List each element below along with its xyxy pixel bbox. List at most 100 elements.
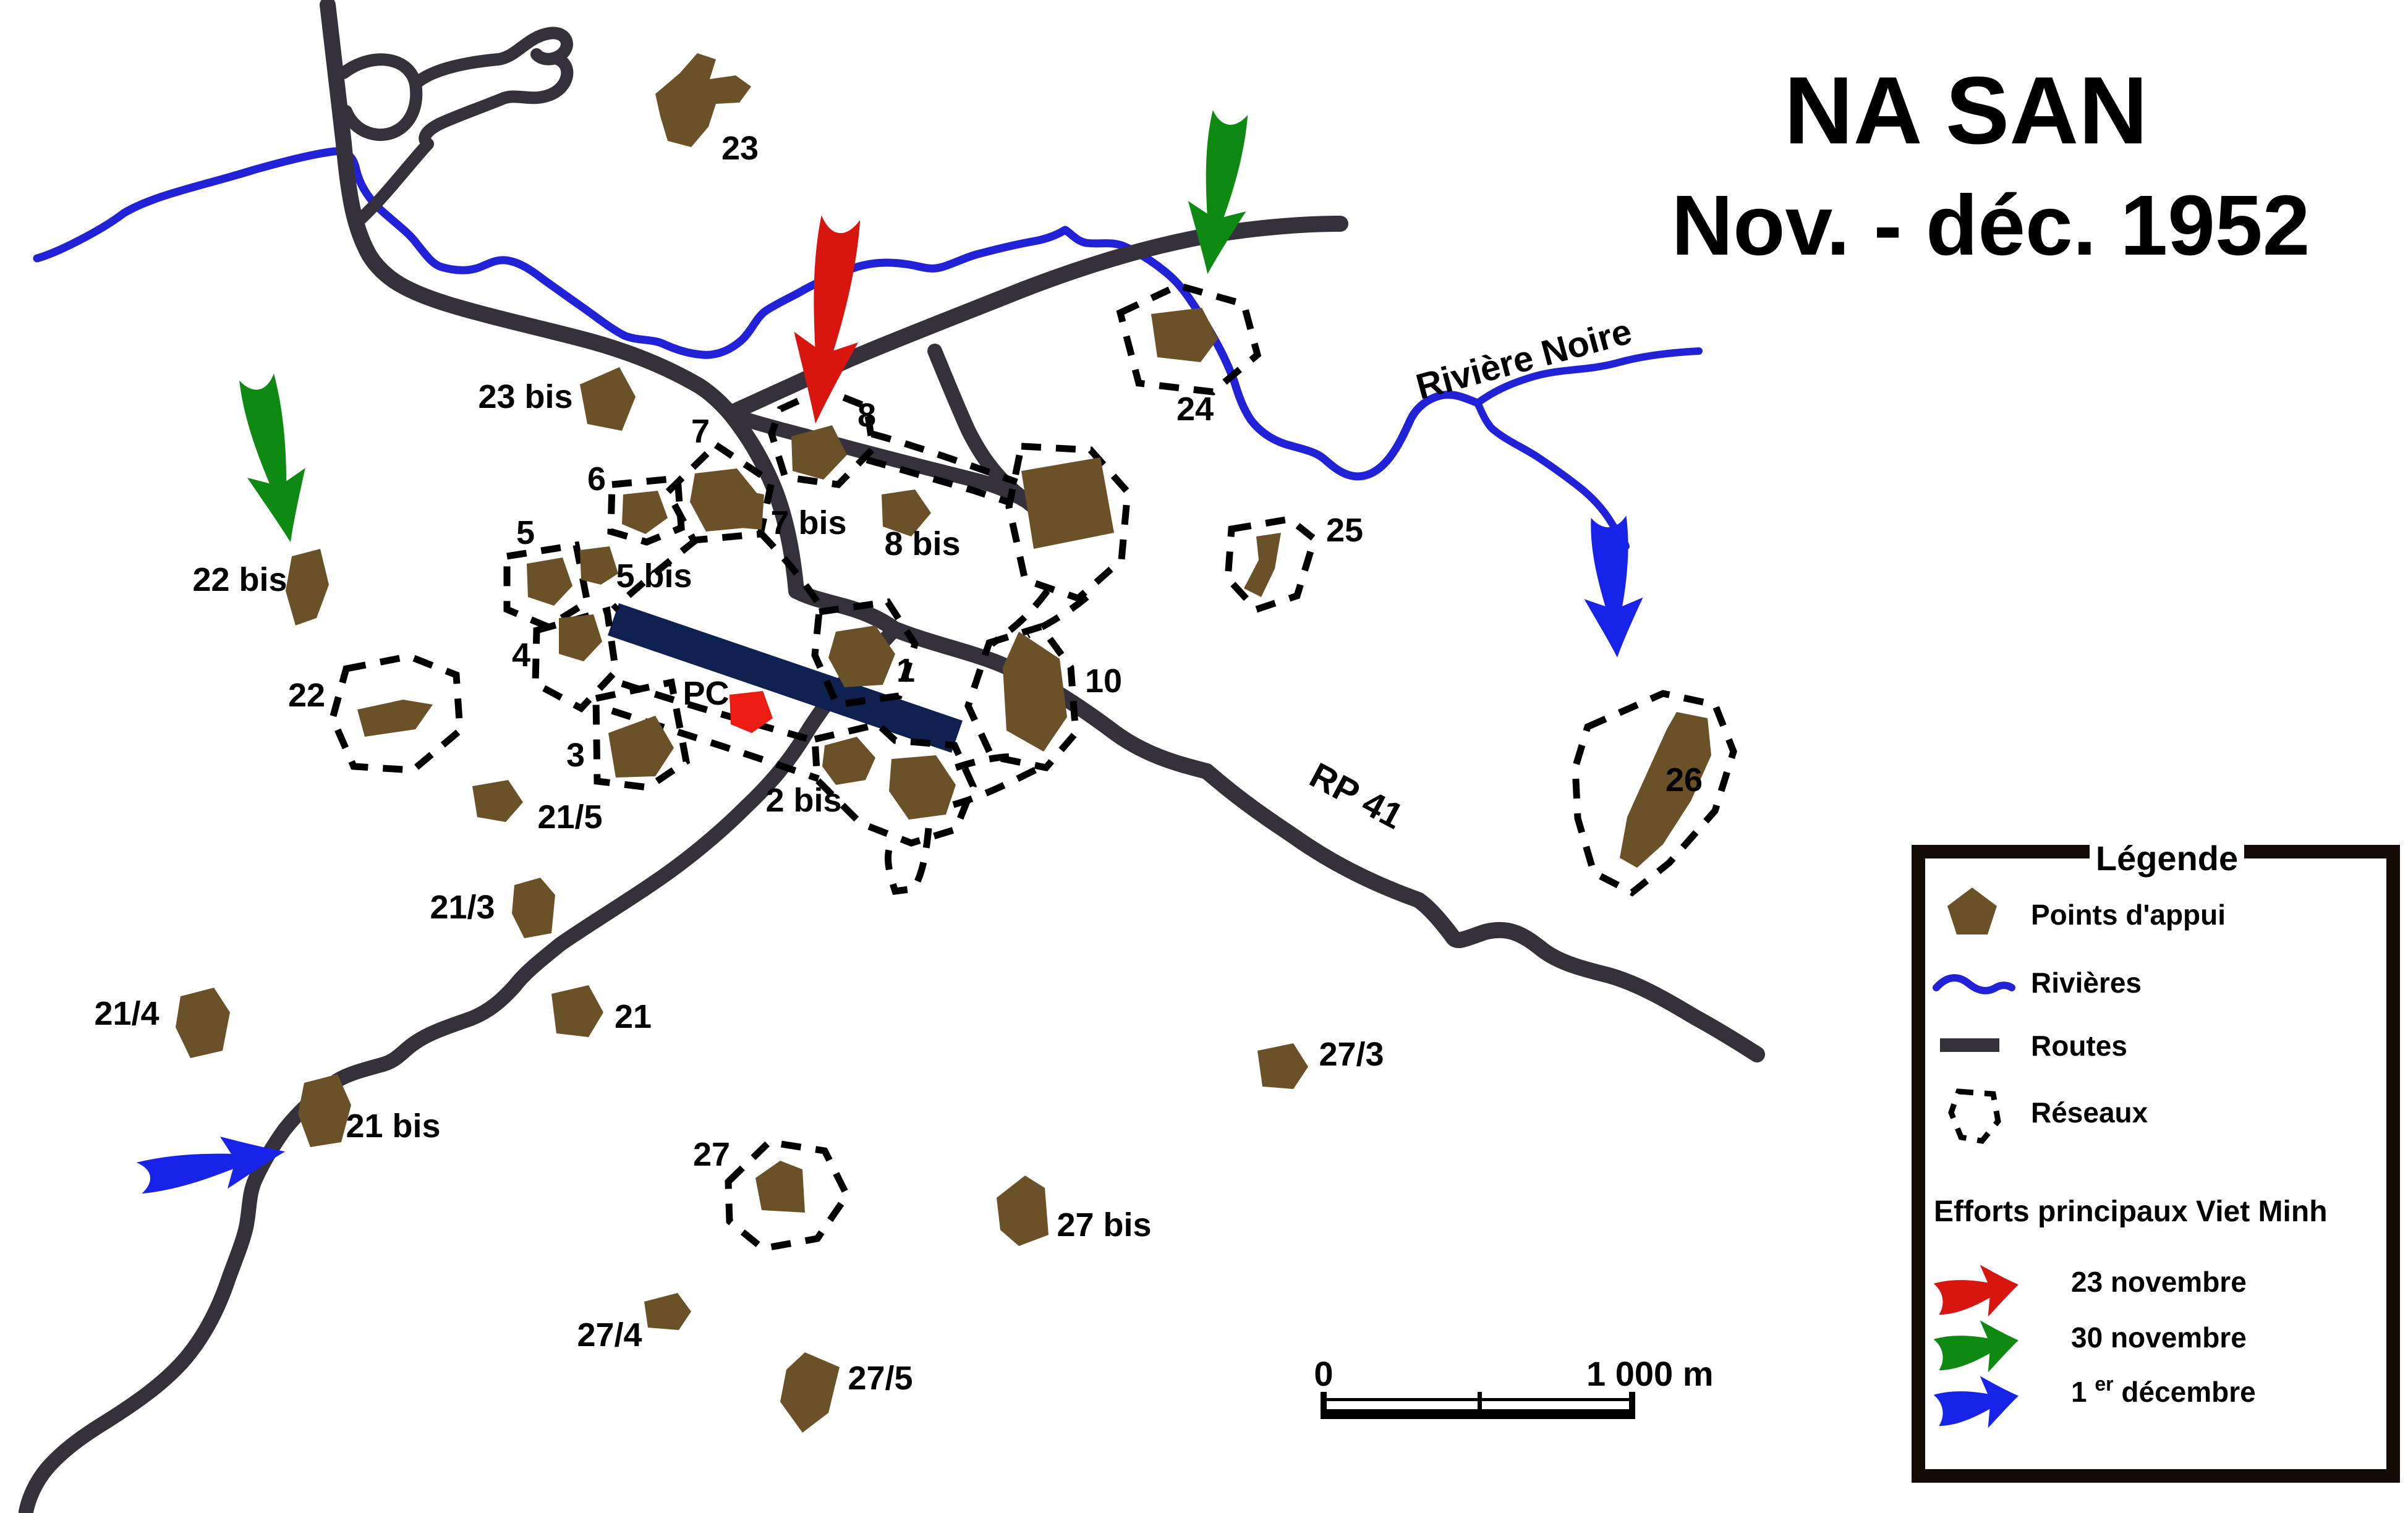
strongpoint-21-5 xyxy=(472,780,523,822)
strongpoint-21 xyxy=(551,985,603,1037)
map-labels: 23 23 bis 24 8 7 6 5 5 bis 7 bis 8 bis 4… xyxy=(94,130,1703,1397)
legend-efforts-title: Efforts principaux Viet Minh xyxy=(1934,1195,2328,1228)
network-corridor-8-block-a xyxy=(870,430,1018,486)
title-block: NA SAN Nov. - déc. 1952 xyxy=(1672,57,2310,273)
strongpoint-27 xyxy=(755,1161,805,1213)
strongpoint-8 xyxy=(791,425,847,480)
label-21: 21 xyxy=(615,998,652,1035)
attack-arrow-1dec-east xyxy=(1579,515,1647,659)
network-block xyxy=(1005,443,1131,603)
road-rp41 xyxy=(788,583,1765,1062)
label-5: 5 xyxy=(516,514,535,551)
road-southwest xyxy=(19,622,902,1513)
legend-effort-1dec-rest: décembre xyxy=(2121,1376,2255,1408)
label-6: 6 xyxy=(587,460,606,498)
attack-arrow-23nov xyxy=(783,213,874,428)
scale-bar-tick-mid xyxy=(1478,1392,1482,1410)
label-27-4: 27/4 xyxy=(577,1316,642,1354)
legend-box: Légende Points d'appui Rivières Routes R… xyxy=(1912,832,2400,1483)
strongpoint-7-annex xyxy=(739,490,764,530)
strongpoint-5 xyxy=(527,557,572,606)
pc-pentagon xyxy=(730,691,773,733)
strongpoint-27bis xyxy=(997,1176,1049,1246)
network-funnel-block-10-a xyxy=(989,588,1050,647)
legend-strongpoint-icon xyxy=(1947,888,1997,934)
label-10: 10 xyxy=(1085,663,1122,700)
legend-item-rivieres: Rivières xyxy=(2031,967,2142,999)
strongpoint-5bis xyxy=(580,546,618,585)
label-27: 27 xyxy=(693,1136,730,1173)
road-northwest-main xyxy=(320,0,738,422)
network-10 xyxy=(964,622,1079,772)
network-22 xyxy=(329,653,464,774)
scale-bar-base xyxy=(1323,1409,1635,1419)
legend-effort-1dec-sup: er xyxy=(2095,1373,2113,1395)
legend-network-icon xyxy=(1948,1088,2001,1144)
legend-title-backing xyxy=(2090,832,2244,876)
road-northwest-loops xyxy=(338,27,574,230)
label-26: 26 xyxy=(1666,761,1703,799)
road-lower-to-block xyxy=(725,408,1050,519)
legend-effort-1dec: 1 er décembre xyxy=(2071,1365,2256,1408)
strongpoint-4 xyxy=(559,614,602,661)
strongpoint-24 xyxy=(1151,308,1218,362)
scale-max: 1 000 m xyxy=(1586,1354,1714,1393)
strongpoint-27-4 xyxy=(644,1293,691,1330)
label-22bis: 22 bis xyxy=(192,561,287,598)
strongpoint-3 xyxy=(608,716,674,778)
road-north-south xyxy=(722,405,804,599)
label-2bis: 2 bis xyxy=(765,782,841,819)
strongpoint-1 xyxy=(828,625,895,687)
label-riviere-noire: Rivière Noire xyxy=(1412,311,1636,407)
network-corridor-3-2bis-a xyxy=(621,680,815,744)
network-24 xyxy=(1116,282,1262,396)
network-1 xyxy=(811,598,919,709)
network-funnel-block-10-b xyxy=(1026,594,1089,638)
legend-effort-30nov: 30 novembre xyxy=(2071,1321,2247,1354)
label-27-5: 27/5 xyxy=(848,1360,913,1397)
strongpoint-27-5 xyxy=(780,1352,840,1433)
network-corridor-2bis-10-b xyxy=(952,765,1042,808)
strongpoint-25 xyxy=(1244,533,1281,597)
riviere-noire-branch-ne xyxy=(1474,347,1703,407)
strongpoints xyxy=(176,53,1711,1433)
scale-zero: 0 xyxy=(1314,1354,1333,1393)
scale-bar-tick-right xyxy=(1629,1392,1635,1419)
strongpoint-26 xyxy=(1620,712,1711,868)
label-27-3: 27/3 xyxy=(1319,1036,1384,1073)
roads xyxy=(19,0,1765,1513)
attack-arrow-30nov-northeast xyxy=(1178,108,1260,279)
strongpoint-2bis-large xyxy=(889,755,956,820)
network-3 xyxy=(592,678,691,791)
strongpoint-22bis xyxy=(286,549,329,625)
airstrip-runway xyxy=(608,603,963,753)
strongpoint-23 xyxy=(655,53,751,147)
attack-arrow-30nov-west xyxy=(228,371,320,548)
network-4 xyxy=(532,606,619,713)
map-title: NA SAN xyxy=(1784,57,2148,164)
network-5 xyxy=(503,541,592,631)
legend-item-points-dappui: Points d'appui xyxy=(2031,899,2226,931)
strongpoint-8bis xyxy=(882,490,931,536)
label-23bis: 23 bis xyxy=(478,378,572,415)
network-2bis xyxy=(811,720,977,847)
label-8bis: 8 bis xyxy=(884,525,960,562)
strongpoint-21-3 xyxy=(512,878,555,938)
network-corridor-2bis-10-a xyxy=(955,753,1018,771)
label-21bis: 21 bis xyxy=(346,1108,440,1145)
legend-river-icon xyxy=(1933,974,2015,994)
network-link-7-1 xyxy=(758,530,827,614)
network-corridor-3-2bis-b xyxy=(611,707,820,782)
network-26 xyxy=(1572,690,1737,897)
legend-road-icon xyxy=(1940,1038,1999,1052)
strongpoint-23bis xyxy=(580,367,636,431)
legend-effort-1dec-num: 1 xyxy=(2071,1376,2087,1408)
label-4: 4 xyxy=(512,637,530,674)
label-27bis: 27 bis xyxy=(1057,1206,1151,1244)
network-tail-2bis xyxy=(884,828,932,896)
riviere-noire-branch-se xyxy=(1474,399,1630,550)
label-7bis: 7 bis xyxy=(770,504,846,541)
network-corridor-8-block-b xyxy=(866,456,1009,506)
map-subtitle: Nov. - déc. 1952 xyxy=(1672,178,2310,273)
